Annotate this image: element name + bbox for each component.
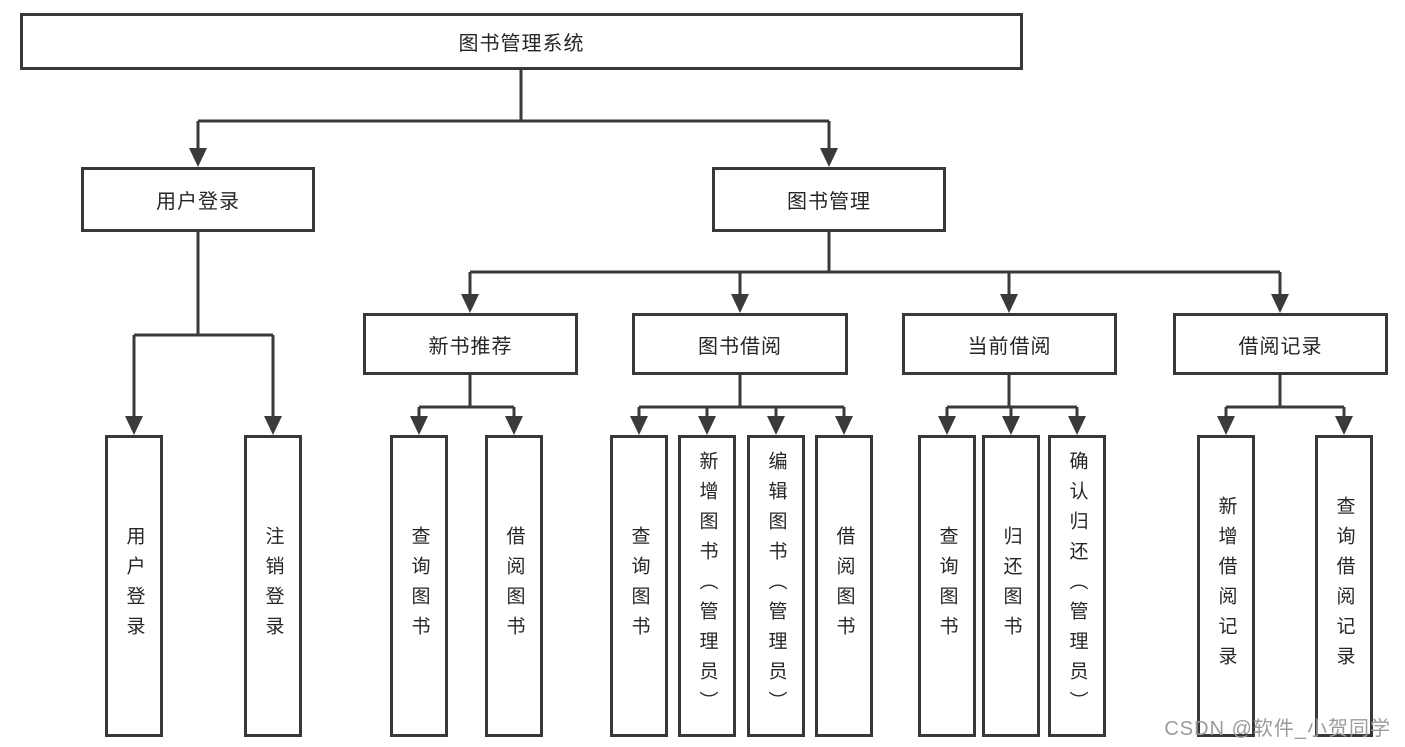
node-new-book-recommend: 新书推荐 (363, 313, 578, 375)
leaf-user-login: 用户登录 (105, 435, 163, 737)
leaf-return-books: 归还图书 (982, 435, 1040, 737)
leaf-borrow-books-recommend: 借阅图书 (485, 435, 543, 737)
node-user-login: 用户登录 (81, 167, 315, 232)
arrowhead-icons (125, 148, 1353, 435)
leaf-confirm-return-admin: 确认归还（管理员） (1048, 435, 1106, 737)
leaf-borrow-books: 借阅图书 (815, 435, 873, 737)
leaf-edit-books-admin: 编辑图书（管理员） (747, 435, 805, 737)
node-root-book-management-system: 图书管理系统 (20, 13, 1023, 70)
node-book-borrow: 图书借阅 (632, 313, 848, 375)
leaf-add-borrow-record: 新增借阅记录 (1197, 435, 1255, 737)
leaf-add-books-admin: 新增图书（管理员） (678, 435, 736, 737)
leaf-query-borrow-record: 查询借阅记录 (1315, 435, 1373, 737)
node-borrow-records: 借阅记录 (1173, 313, 1388, 375)
node-current-borrow: 当前借阅 (902, 313, 1117, 375)
leaf-query-books-recommend: 查询图书 (390, 435, 448, 737)
node-book-management: 图书管理 (712, 167, 946, 232)
leaf-query-books-current: 查询图书 (918, 435, 976, 737)
csdn-watermark: CSDN @软件_小贺同学 (1164, 718, 1391, 740)
leaf-query-books-borrow: 查询图书 (610, 435, 668, 737)
leaf-logout: 注销登录 (244, 435, 302, 737)
